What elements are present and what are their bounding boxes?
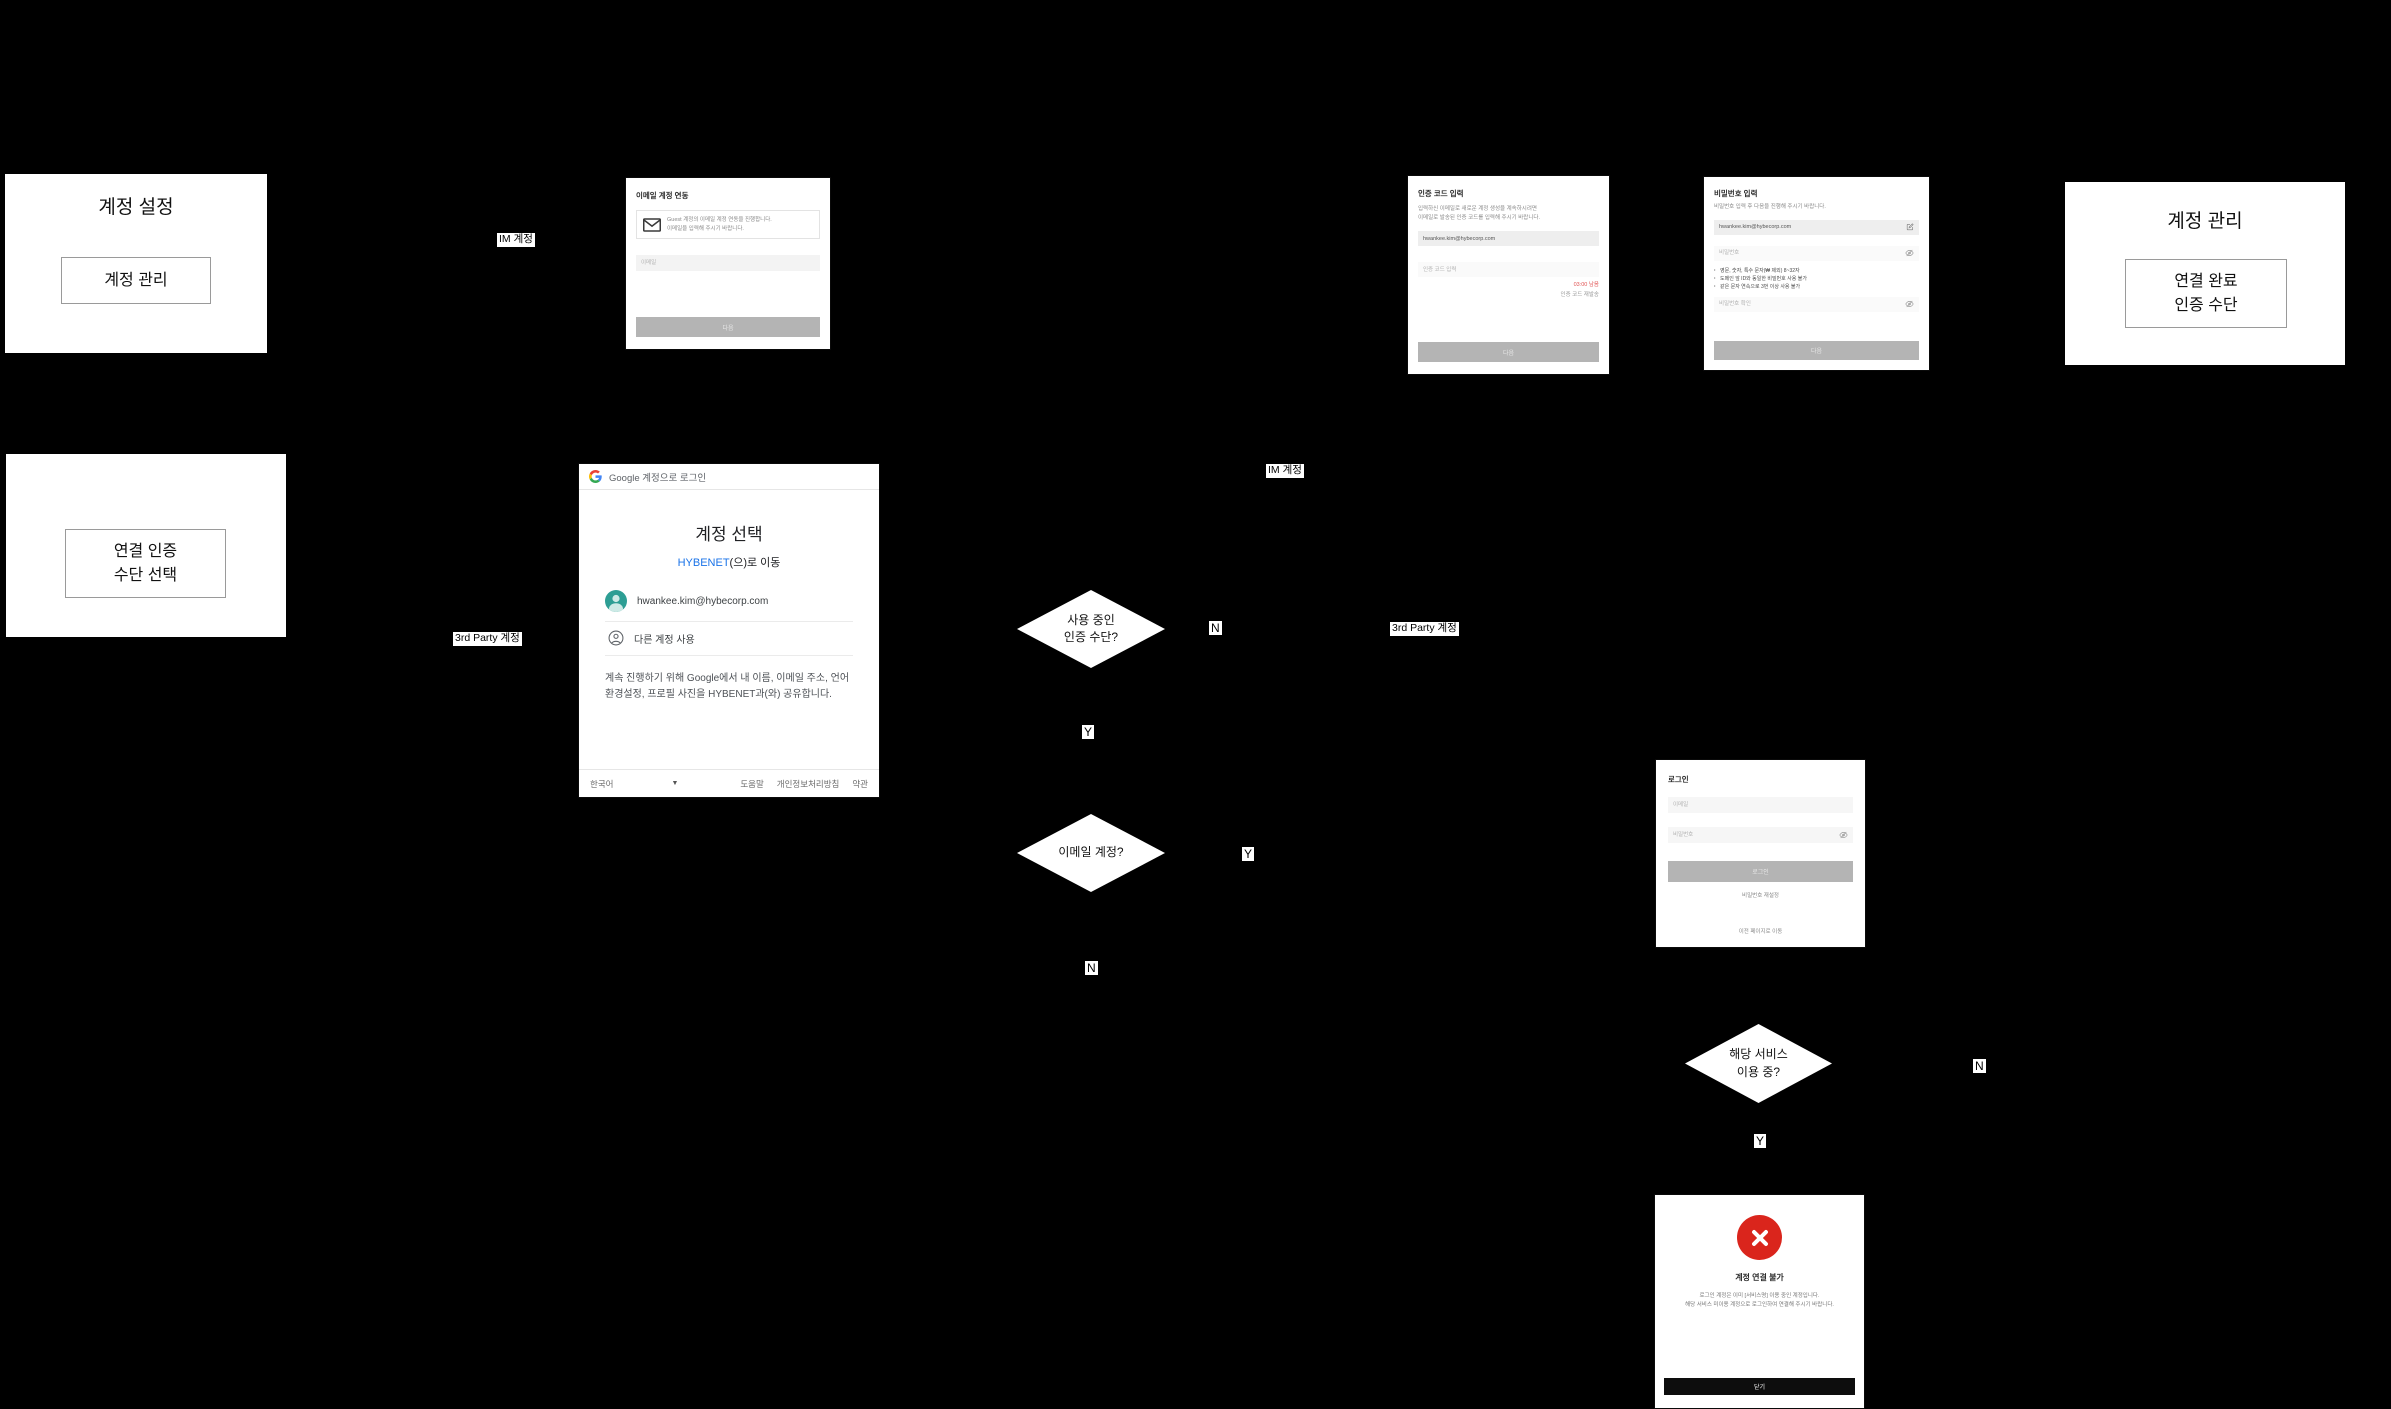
flow-box-account-management: 계정 관리 연결 완료 인증 수단: [2065, 182, 2345, 365]
back-to-previous-link[interactable]: 이전 페이지로 이동: [1738, 929, 1783, 935]
password-confirm-input[interactable]: [1714, 296, 1919, 312]
branch-label-y: Y: [1082, 725, 1095, 740]
edit-icon[interactable]: [1906, 223, 1914, 231]
flow-node-linked-auth-method: 연결 완료 인증 수단: [2125, 259, 2287, 328]
edge-label-im-account: IM 계정: [1266, 464, 1304, 478]
timer-text: 03:00 남음: [1573, 282, 1599, 289]
next-button[interactable]: 다음: [1714, 341, 1919, 360]
dialog-title: 비밀번호 입력: [1714, 189, 1758, 198]
email-info-strip: Guest 계정의 이메일 계정 연동을 진행합니다. 이메일을 입력해 주시기…: [636, 210, 820, 240]
email-input[interactable]: [636, 255, 820, 272]
google-header: Google 계정으로 로그인: [579, 464, 879, 490]
eye-off-icon[interactable]: [1839, 831, 1848, 840]
google-subtitle: HYBENET(으)로 이동: [579, 554, 879, 570]
auth-code-dialog: 인증 코드 입력 입력하신 이메일로 새로운 계정 생성을 계속하시려면 이메일…: [1407, 175, 1610, 375]
decision-service-in-use: 해당 서비스 이용 중?: [1685, 1024, 1832, 1103]
google-use-other-account-label: 다른 계정 사용: [634, 634, 695, 646]
password-dialog: 비밀번호 입력 비밀번호 입력 후 다음을 진행해 주시기 바랍니다. 영문, …: [1703, 176, 1930, 371]
flow-box-link-auth-select: 연결 인증 수단 선택: [6, 454, 286, 637]
decision-auth-in-use: 사용 중인 인증 수단?: [1017, 590, 1165, 668]
dropdown-arrow-icon[interactable]: ▼: [671, 780, 679, 787]
branch-label-n: N: [1085, 961, 1098, 976]
email-input[interactable]: [1668, 797, 1853, 813]
google-account-chooser: Google 계정으로 로그인 계정 선택 HYBENET(으)로 이동 hwa…: [578, 463, 880, 798]
branch-label-n: N: [1973, 1059, 1986, 1074]
close-button[interactable]: 닫기: [1664, 1378, 1855, 1395]
dialog-title: 이메일 계정 연동: [636, 191, 689, 200]
decision-is-email-account: 이메일 계정?: [1017, 814, 1165, 892]
email-value-field: [1714, 219, 1919, 235]
password-rule: 영문, 숫자, 특수 문자(₩ 제외) 8~32자: [1714, 267, 1919, 275]
branch-label-n: N: [1209, 621, 1222, 636]
password-rule: 도메인 앞 ID와 동일한 비밀번호 사용 불가: [1714, 275, 1919, 283]
flow-box-title: 계정 설정: [98, 197, 174, 218]
footer-link-terms[interactable]: 약관: [852, 778, 868, 789]
account-link-error-screen: 계정 연결 불가 로그인 계정은 이미 [서비스명] 이용 중인 계정입니다. …: [1654, 1194, 1865, 1409]
password-reset-link[interactable]: 비밀번호 재설정: [1742, 893, 1779, 899]
next-button[interactable]: 다음: [636, 317, 820, 337]
footer-link-help[interactable]: 도움말: [740, 778, 764, 789]
dialog-body: 비밀번호 입력 후 다음을 진행해 주시기 바랍니다.: [1714, 204, 1826, 210]
next-button[interactable]: 다음: [1418, 342, 1599, 362]
google-use-other-account-row[interactable]: 다른 계정 사용: [605, 630, 853, 656]
flow-node-account-management: 계정 관리: [61, 257, 211, 304]
footer-link-privacy[interactable]: 개인정보처리방침: [776, 778, 840, 789]
edge-label-im-account: IM 계정: [497, 233, 535, 247]
error-title: 계정 연결 불가: [1735, 1273, 1784, 1282]
email-value-field: [1418, 231, 1599, 247]
login-button[interactable]: 로그인: [1668, 861, 1853, 882]
dialog-body: 입력하신 이메일로 새로운 계정 생성을 계속하시려면 이메일로 발송된 인증 …: [1418, 206, 1541, 221]
branch-label-y: Y: [1754, 1134, 1767, 1149]
google-footer: 한국어 ▼ 도움말 개인정보처리방침 약관: [579, 769, 879, 797]
google-title: 계정 선택: [695, 525, 763, 544]
auth-code-input[interactable]: [1418, 262, 1599, 278]
edge-label-3rd-party: 3rd Party 계정: [1390, 622, 1459, 636]
google-disclaimer: 계속 진행하기 위해 Google에서 내 이름, 이메일 주소, 언어 환경설…: [605, 673, 850, 700]
eye-off-icon[interactable]: [1905, 300, 1914, 309]
google-subtitle-brand: HYBENET: [677, 557, 730, 569]
edge-label-3rd-party: 3rd Party 계정: [453, 632, 522, 646]
flow-box-account-settings: 계정 설정 계정 관리: [5, 174, 267, 353]
avatar: [605, 590, 627, 612]
language-selector[interactable]: 한국어: [590, 778, 614, 789]
google-header-text: Google 계정으로 로그인: [609, 472, 707, 484]
google-account-email: hwankee.kim@hybecorp.com: [637, 595, 769, 607]
flow-box-title: 계정 관리: [2167, 211, 2243, 232]
branch-label-y: Y: [1242, 847, 1255, 862]
eye-off-icon[interactable]: [1905, 249, 1914, 258]
email-link-dialog: 이메일 계정 연동 Guest 계정의 이메일 계정 연동을 진행합니다. 이메…: [625, 177, 831, 350]
resend-code-link[interactable]: 인증 코드 재발송: [1560, 291, 1599, 298]
google-logo-icon: [589, 470, 602, 483]
google-account-row[interactable]: hwankee.kim@hybecorp.com: [605, 590, 853, 622]
dialog-title: 인증 코드 입력: [1418, 189, 1464, 198]
envelope-icon: [643, 217, 661, 232]
error-body: 로그인 계정은 이미 [서비스명] 이용 중인 계정입니다. 해당 서비스 미이…: [1685, 1293, 1834, 1309]
error-x-icon: [1737, 1215, 1782, 1260]
google-subtitle-rest: (으)로 이동: [729, 557, 781, 569]
person-outline-icon: [608, 630, 624, 646]
password-input[interactable]: [1714, 245, 1919, 261]
email-info-text: Guest 계정의 이메일 계정 연동을 진행합니다. 이메일을 입력해 주시기…: [667, 217, 772, 232]
password-rules: 영문, 숫자, 특수 문자(₩ 제외) 8~32자 도메인 앞 ID와 동일한 …: [1714, 267, 1919, 291]
login-screen: 로그인 로그인 비밀번호 재설정 이전 페이지로 이동: [1655, 759, 1866, 948]
password-rule: 같은 문자 연속으로 3번 이상 사용 불가: [1714, 283, 1919, 291]
login-title: 로그인: [1668, 775, 1689, 784]
flow-node-auth-method-select: 연결 인증 수단 선택: [65, 529, 226, 598]
password-input[interactable]: [1668, 827, 1853, 843]
